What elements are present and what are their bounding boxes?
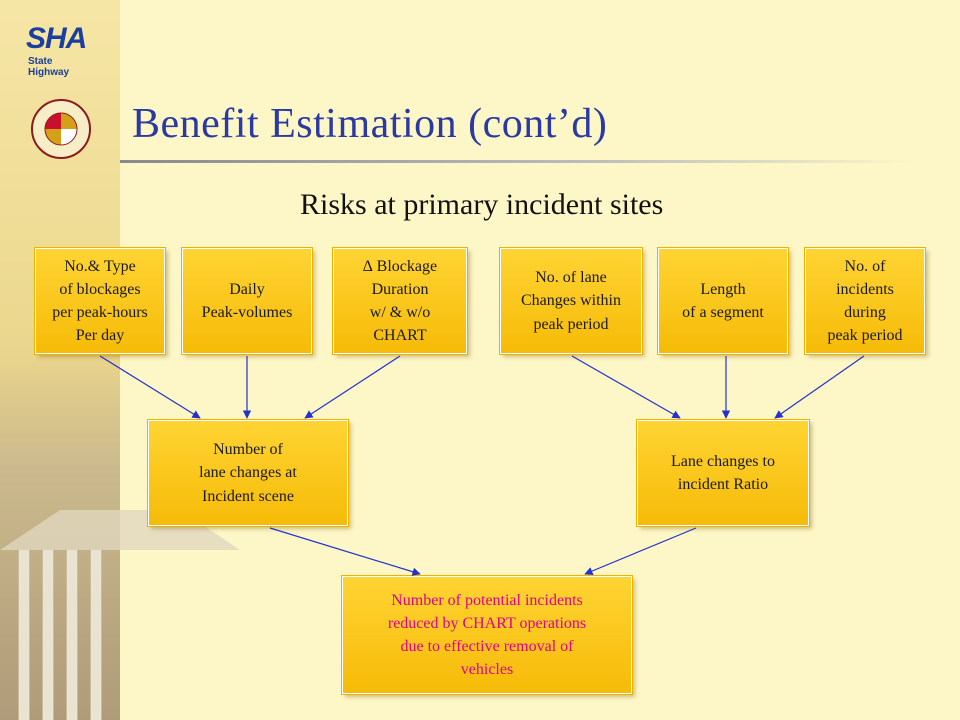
input-segment-length-label: Length of a segment — [682, 280, 764, 321]
input-segment-length-box: Length of a segment — [658, 248, 788, 354]
input-blockage-duration-box: ∆ Blockage Duration w/ & w/o CHART — [333, 248, 467, 354]
lane-changes-at-scene-label: Number of lane changes at Incident scene — [199, 441, 297, 505]
slide-title: Benefit Estimation (cont’d) — [132, 101, 608, 147]
input-blockages-box: No.& Type of blockages per peak-hours Pe… — [35, 248, 165, 354]
sha-logo-text: SHA — [26, 22, 87, 55]
arrow-incidents-to-ratio — [774, 355, 865, 419]
input-peak-volumes-box: Daily Peak-volumes — [182, 248, 312, 354]
result-box: Number of potential incidents reduced by… — [342, 576, 632, 694]
arrow-scene-to-result — [269, 527, 421, 576]
building-column — [42, 550, 54, 720]
lane-change-ratio-box: Lane changes to incident Ratio — [637, 420, 809, 526]
input-incidents-label: No. of incidents during peak period — [827, 257, 903, 345]
input-lane-changes-label: No. of lane Changes within peak period — [521, 269, 621, 333]
input-blockages-label: No.& Type of blockages per peak-hours Pe… — [52, 257, 148, 345]
lane-changes-at-scene-box: Number of lane changes at Incident scene — [148, 420, 348, 526]
input-lane-changes-box: No. of lane Changes within peak period — [500, 248, 642, 354]
input-blockage-duration-label: ∆ Blockage Duration w/ & w/o CHART — [362, 257, 438, 345]
arrow-lane-changes-to-ratio — [571, 355, 681, 419]
input-incidents-box: No. of incidents during peak period — [805, 248, 925, 354]
title-divider — [120, 160, 912, 163]
lane-change-ratio-label: Lane changes to incident Ratio — [671, 452, 775, 493]
arrow-blockages-to-lane-changes — [99, 355, 201, 419]
building-photo — [0, 360, 240, 720]
building-column — [18, 550, 30, 720]
building-column — [90, 550, 102, 720]
building-column — [66, 550, 78, 720]
arrow-ratio-to-result — [584, 527, 697, 575]
arrow-duration-to-lane-changes — [304, 355, 401, 419]
university-seal-icon — [31, 99, 91, 159]
input-peak-volumes-label: Daily Peak-volumes — [201, 280, 293, 321]
sha-logo-subtext: State Highway — [28, 56, 70, 78]
result-label: Number of potential incidents reduced by… — [387, 591, 587, 679]
sha-logo: SHA State Highway — [22, 22, 92, 78]
slide-subtitle: Risks at primary incident sites — [300, 188, 664, 221]
